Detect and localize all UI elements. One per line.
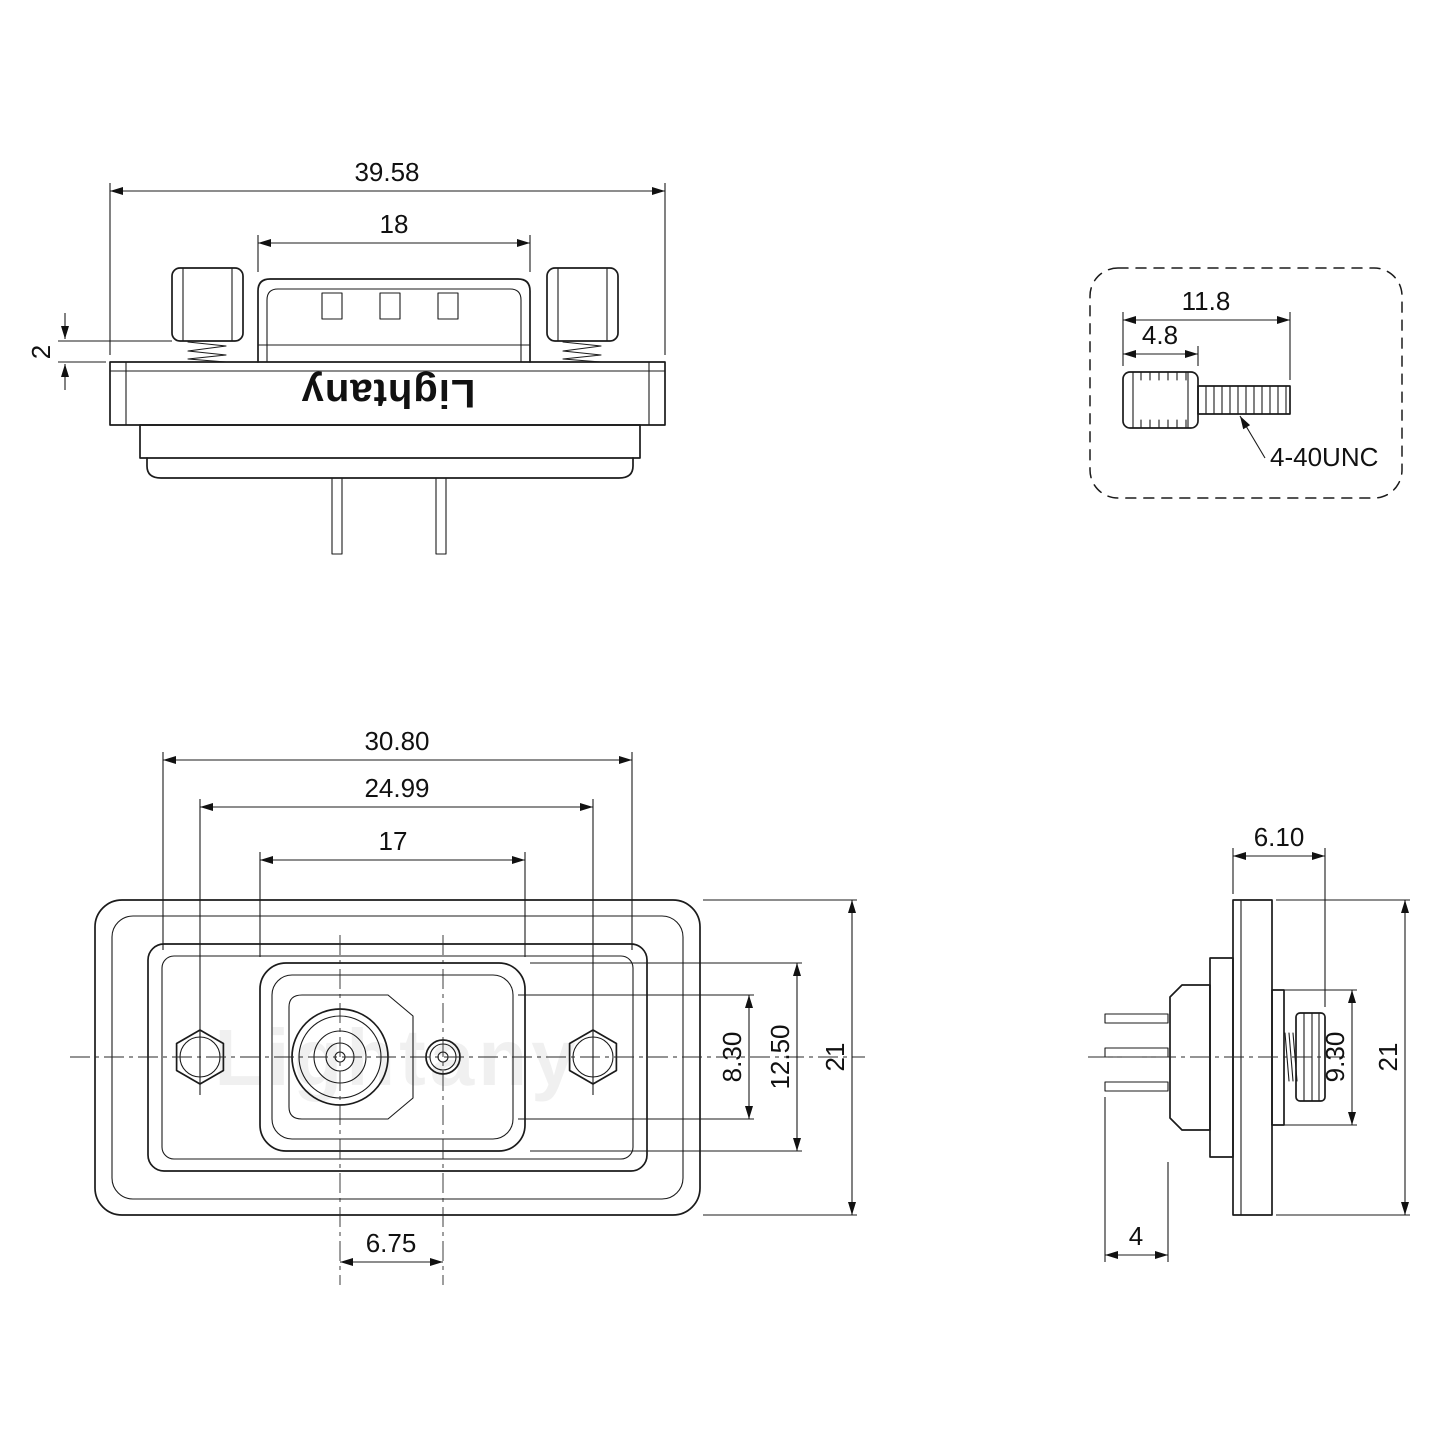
spring-left: [187, 341, 227, 363]
dim-shell-width-top: 18: [257, 209, 531, 272]
dim-flange-height: 21: [703, 899, 857, 1216]
body-bottom-cap: [146, 457, 634, 479]
dim-flange-height-label: 21: [820, 1043, 850, 1072]
contact-window-2: [379, 292, 401, 320]
screw-head-outline: [1122, 371, 1199, 429]
dim-shell-width: 17: [259, 826, 526, 957]
brand-logo: Lightany: [301, 371, 476, 415]
side-pin-1: [1104, 1013, 1169, 1024]
dim-contact-spacing-label: 6.75: [366, 1228, 417, 1258]
dim-flange-width: 30.80: [162, 726, 633, 950]
dim-gap-label: 2: [26, 345, 56, 359]
side-pin-3: [1104, 1081, 1169, 1092]
rear-view: Lightany 30.80 24.99 17 6.75 8.30: [70, 726, 865, 1285]
dim-contact-spacing: 6.75: [340, 1228, 443, 1266]
shell-inner-line: [266, 288, 522, 363]
body-outline: [139, 424, 641, 459]
detail-border: [1089, 267, 1403, 499]
dim-screw-height: 9.30: [1284, 989, 1357, 1126]
dim-side-flange-height-label: 21: [1373, 1043, 1403, 1072]
dim-screw-spacing-label: 24.99: [364, 773, 429, 803]
dim-shell-width-top-label: 18: [380, 209, 409, 239]
dim-screw-total-length-label: 11.8: [1182, 286, 1231, 316]
screw-detail-view: 11.8 4.8 4-40UNC: [1089, 267, 1403, 499]
thumbscrew-left-head: [171, 267, 244, 342]
dim-side-flange-height: 21: [1276, 899, 1410, 1216]
thread-spec-callout: 4-40UNC: [1239, 415, 1378, 472]
screw-head-knurl: [1140, 371, 1187, 429]
side-view: 6.10 9.30 21 4: [1088, 822, 1410, 1262]
dim-gap: 2: [26, 313, 172, 390]
dim-shell-height: 12.50: [530, 962, 802, 1152]
spring-right: [562, 341, 602, 363]
dim-overall-width-label: 39.58: [354, 157, 419, 187]
shell-outline: [257, 278, 531, 363]
thumbscrew-left-knurl: [182, 267, 233, 342]
flange-front-outline: [147, 943, 648, 1172]
solder-pin-right: [435, 477, 447, 555]
dim-screw-height-label: 9.30: [1320, 1032, 1350, 1083]
insulator-outline: [288, 994, 414, 1120]
dim-screw-head-length: 4.8: [1123, 320, 1199, 366]
screw-head-edges: [1132, 371, 1189, 429]
dim-overall-width: 39.58: [109, 157, 666, 355]
dim-shell-width-label: 17: [379, 826, 408, 856]
dim-screw-spacing: 24.99: [199, 773, 594, 1095]
side-shell-edge: [1271, 989, 1285, 1126]
dim-depth: 6.10: [1232, 822, 1326, 1007]
dim-flange-width-label: 30.80: [364, 726, 429, 756]
front-top-view: Lightany 39.58 18 2: [26, 157, 666, 555]
dim-shell-height-label: 12.50: [765, 1024, 795, 1089]
side-pin-2: [1104, 1047, 1169, 1058]
contact-window-1: [321, 292, 343, 320]
dim-screw-total-length: 11.8: [1122, 286, 1291, 380]
dim-pin-length-label: 4: [1129, 1221, 1143, 1251]
side-flange-outline: [1232, 899, 1273, 1216]
dim-screw-head-length-label: 4.8: [1142, 320, 1178, 350]
contact-window-3: [437, 292, 459, 320]
dim-pin-length: 4: [1104, 1097, 1169, 1262]
flange-wall-lines: [125, 361, 650, 426]
outer-cover-outline: [94, 899, 701, 1216]
thumbscrew-right-head: [546, 267, 619, 342]
dim-opening-height: 8.30: [518, 994, 754, 1120]
side-body-front: [1169, 984, 1211, 1131]
cover-inner-line: [111, 915, 684, 1200]
dim-opening-height-label: 8.30: [717, 1032, 747, 1083]
side-body-rear: [1209, 957, 1234, 1158]
dim-depth-label: 6.10: [1254, 822, 1305, 852]
screw-thread-lines: [1205, 385, 1287, 415]
watermark: Lightany: [214, 1013, 579, 1102]
solder-pin-left: [331, 477, 343, 555]
thread-spec-label: 4-40UNC: [1270, 442, 1378, 472]
screw-shaft-outline: [1197, 385, 1291, 415]
flange-boss-line: [161, 955, 634, 1160]
thumbscrew-right-knurl: [557, 267, 608, 342]
